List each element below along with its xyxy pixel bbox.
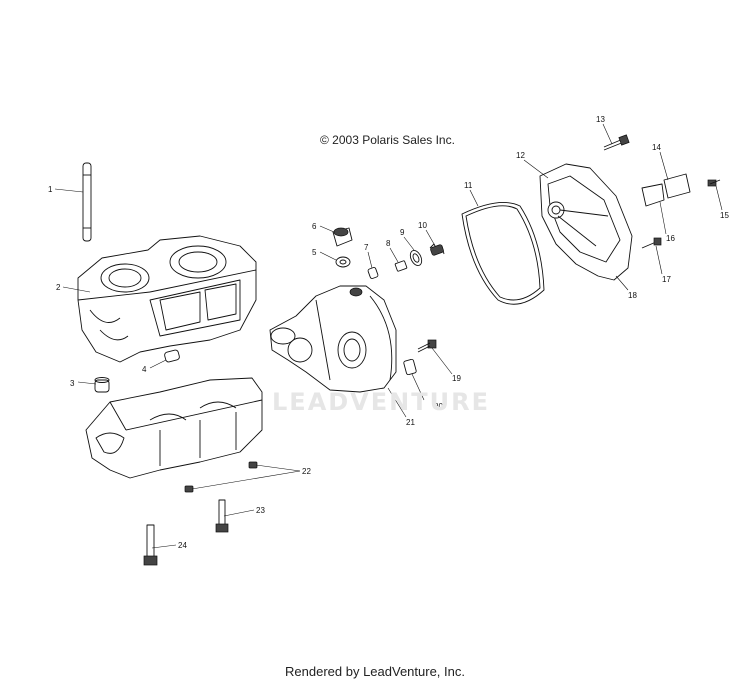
callout-1: 1 (48, 185, 53, 194)
callout-8: 8 (386, 239, 391, 248)
part-22-plugs (184, 461, 258, 493)
part-20-dowel (403, 358, 417, 376)
callout-12: 12 (516, 151, 525, 160)
callout-4: 4 (142, 365, 147, 374)
callout-23: 23 (256, 506, 265, 515)
callout-11: 11 (464, 181, 473, 190)
callout-9: 9 (400, 228, 405, 237)
callout-22: 22 (302, 467, 311, 476)
part-12-housing (539, 163, 633, 281)
part-23-bolt (215, 499, 229, 533)
part-6-cap (332, 227, 353, 247)
callout-16: 16 (666, 234, 675, 243)
callout-14: 14 (652, 143, 661, 152)
callout-labels: 1 2 3 4 5 6 7 8 9 10 11 12 13 14 15 16 1… (48, 115, 729, 550)
callout-15: 15 (720, 211, 729, 220)
part-7-dowel (367, 267, 379, 279)
callout-3: 3 (70, 379, 75, 388)
callout-24: 24 (178, 541, 187, 550)
callout-18: 18 (628, 291, 637, 300)
callout-5: 5 (312, 248, 317, 257)
part-24-bolt (143, 524, 158, 566)
part-3-dowel (94, 377, 110, 393)
part-14-plate (663, 173, 691, 199)
part-15-bolt (707, 179, 721, 187)
part-1-stud (82, 162, 92, 242)
lower-crankcase (85, 377, 263, 479)
callout-20: 20 (434, 402, 443, 411)
part-13-bolt (603, 134, 630, 151)
part-10-spring (429, 243, 445, 256)
part-16-gasket (641, 183, 665, 207)
leader-lines (54, 123, 723, 549)
part-5-washer (335, 256, 351, 268)
copyright-notice: © 2003 Polaris Sales Inc. (320, 133, 455, 147)
part-11-gasket (461, 201, 545, 305)
part-8-nut (394, 260, 408, 272)
callout-21: 21 (406, 418, 415, 427)
part-2-upper-crankcase (77, 235, 257, 363)
callout-2: 2 (56, 283, 61, 292)
callout-10: 10 (418, 221, 427, 230)
callout-19: 19 (452, 374, 461, 383)
callout-13: 13 (596, 115, 605, 124)
callout-7: 7 (364, 243, 369, 252)
part-4-dowel (164, 349, 180, 363)
part-19-bolt (417, 339, 437, 353)
callout-17: 17 (662, 275, 671, 284)
part-17-bolt (641, 237, 662, 249)
part-21-magneto-cover (269, 285, 397, 393)
callout-6: 6 (312, 222, 317, 231)
footer-credit: Rendered by LeadVenture, Inc. (285, 664, 465, 679)
part-9-oring (409, 249, 423, 267)
watermark: LEADVENTURE (272, 388, 490, 416)
